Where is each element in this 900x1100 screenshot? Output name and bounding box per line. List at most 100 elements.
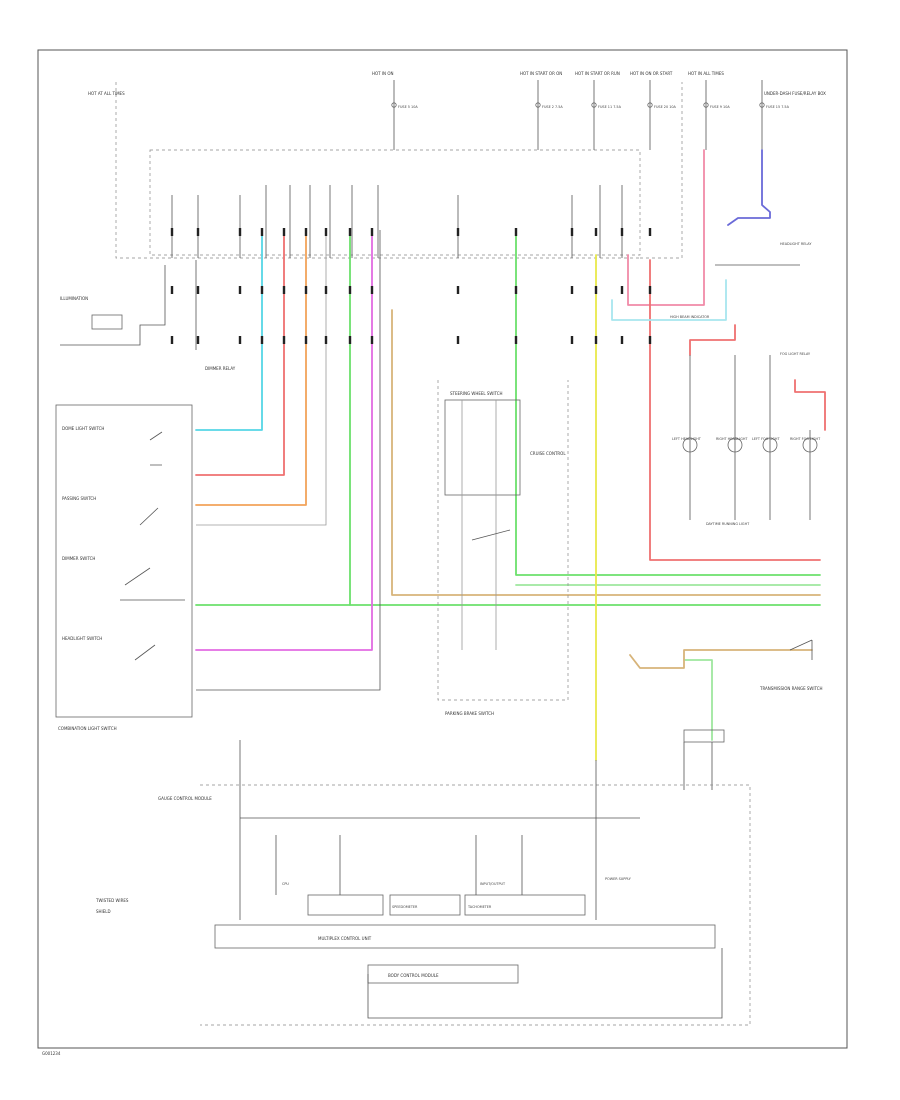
wire-black-return xyxy=(196,230,381,691)
right-label-1: LEFT HEADLIGHT xyxy=(672,437,702,441)
connector-mark xyxy=(594,228,598,236)
left-sensor-box xyxy=(91,314,123,330)
top-label-6: UNDER-DASH FUSE/RELAY BOX xyxy=(764,91,826,96)
fuse-label-5: FUSE 15 7.5A xyxy=(766,105,790,109)
left-label-2: COMBINATION LIGHT SWITCH xyxy=(58,726,117,731)
wire-orange xyxy=(195,229,307,506)
connector-mark xyxy=(324,286,328,294)
bottom-box-3 xyxy=(464,894,586,916)
bottom-label-5: SPEEDOMETER xyxy=(392,905,418,909)
wire-green-center xyxy=(515,229,821,576)
lower-right-switch xyxy=(789,639,813,660)
connector-mark xyxy=(570,336,574,344)
connector-mark xyxy=(594,286,598,294)
gauge-module-outline xyxy=(200,784,751,1026)
right-lights xyxy=(682,264,818,520)
connector-mark xyxy=(282,336,286,344)
connector-mark xyxy=(170,286,174,294)
connector-mark xyxy=(238,336,242,344)
top-label-1: HOT IN ON xyxy=(372,71,393,76)
connector-mark xyxy=(370,286,374,294)
wire-blue xyxy=(727,149,771,226)
connector-mark xyxy=(514,286,518,294)
connector-mark xyxy=(648,336,652,344)
legend-shield: SHIELD xyxy=(96,909,111,914)
switch-contacts-1 xyxy=(149,431,163,466)
wire-tan-lower xyxy=(629,649,813,669)
left-label-6: HEADLIGHT SWITCH xyxy=(62,636,102,641)
switch-contacts-2 xyxy=(124,507,159,586)
wire-green-lower xyxy=(683,659,713,741)
steering-switch-box xyxy=(444,399,521,496)
left-label-1: DIMMER RELAY xyxy=(205,366,236,371)
connector-mark xyxy=(238,286,242,294)
connector-mark xyxy=(282,228,286,236)
wire-gray xyxy=(196,230,327,526)
switch-contacts-3 xyxy=(134,644,156,661)
fuse-box-outline xyxy=(115,82,640,259)
cruise-dashed xyxy=(437,380,569,701)
connector-mark xyxy=(260,336,264,344)
left-label-0: ILLUMINATION xyxy=(60,296,88,301)
right-label-3: LEFT FOG LIGHT xyxy=(752,437,780,441)
fuse-box-pins xyxy=(171,185,623,258)
center-label-2: PARKING BRAKE SWITCH xyxy=(445,711,494,716)
connector-mark xyxy=(620,228,624,236)
wire-red-bracket xyxy=(689,324,736,356)
connector-mark xyxy=(370,228,374,236)
fuse-label-2: FUSE 11 7.5A xyxy=(598,105,622,109)
connector-mark xyxy=(324,336,328,344)
connector-mark xyxy=(260,286,264,294)
wire-red-right2 xyxy=(794,379,826,431)
connector-mark xyxy=(304,228,308,236)
bottom-label-1: CPU xyxy=(282,882,289,886)
connector-mark xyxy=(456,286,460,294)
combination-switch-box xyxy=(55,404,193,718)
wire-tan xyxy=(391,309,821,596)
bottom-stubs xyxy=(275,835,523,895)
right-label-7: HEADLIGHT RELAY xyxy=(780,242,812,246)
connector-mark xyxy=(648,228,652,236)
fuse-box-inner xyxy=(149,149,641,256)
bcm-return xyxy=(367,948,723,1019)
connector-mark xyxy=(456,228,460,236)
connector-mark xyxy=(514,228,518,236)
multiplex-unit-box xyxy=(214,924,716,949)
top-label-4: HOT IN ON OR START xyxy=(630,71,673,76)
wire-pink xyxy=(627,149,705,306)
fuse-box-outline-right xyxy=(640,82,683,259)
fuse-label-3: FUSE 20 10A xyxy=(654,105,677,109)
connector-mark xyxy=(324,228,328,236)
wire-lt-cyan xyxy=(611,279,727,321)
bottom-label-3: MULTIPLEX CONTROL UNIT xyxy=(318,936,372,941)
bottom-label-6: TACHOMETER xyxy=(467,905,492,909)
right-label-5: DAYTIME RUNNING LIGHT xyxy=(706,522,750,526)
connector-mark xyxy=(282,286,286,294)
connector-mark xyxy=(260,228,264,236)
top-label-5: HOT IN ALL TIMES xyxy=(688,71,724,76)
connector-mark xyxy=(304,286,308,294)
lower-right-drops xyxy=(683,742,713,790)
bottom-label-2: INPUT/OUTPUT xyxy=(480,882,506,886)
wire-red-right xyxy=(649,259,821,561)
bottom-box-1 xyxy=(307,894,384,916)
left-label-3: DOME LIGHT SWITCH xyxy=(62,426,104,431)
connector-mark xyxy=(170,336,174,344)
center-switch-lever xyxy=(471,529,511,541)
center-label-0: STEERING WHEEL SWITCH xyxy=(450,391,503,396)
fuse-drops xyxy=(391,80,765,150)
legend-twisted: TWISTED WIRES xyxy=(95,898,129,903)
connector-mark xyxy=(456,336,460,344)
top-label-3: HOT IN START OR RUN xyxy=(575,71,620,76)
bottom-box-2 xyxy=(389,894,461,916)
connector-mark xyxy=(570,286,574,294)
fuse-label-0: FUSE 5 10A xyxy=(398,105,418,109)
bottom-label-0: GAUGE CONTROL MODULE xyxy=(158,796,212,801)
left-label-4: PASSING SWITCH xyxy=(62,496,96,501)
bottom-label-4: BODY CONTROL MODULE xyxy=(388,973,439,978)
connector-mark xyxy=(620,286,624,294)
connector-mark xyxy=(370,336,374,344)
fuse-label-4: FUSE 9 10A xyxy=(710,105,730,109)
